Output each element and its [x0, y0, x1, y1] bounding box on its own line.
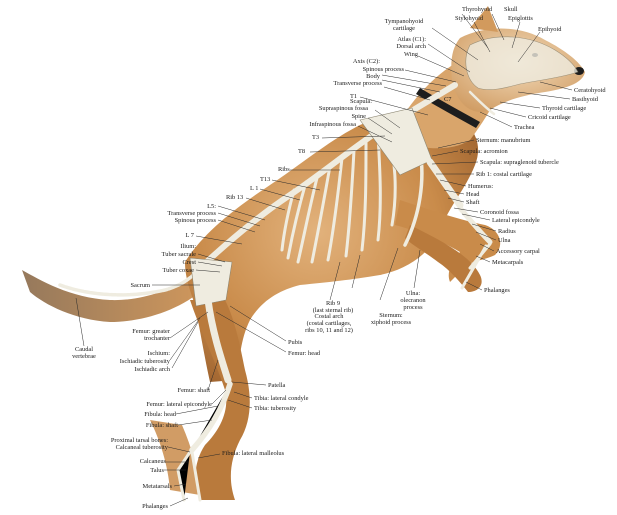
- label-thyrohyoid: Thyrohyoid: [462, 6, 492, 13]
- label-tuber-coxae: Tuber coxae: [120, 267, 194, 274]
- label-thyroid-cartilage: Thyroid cartilage: [542, 105, 586, 112]
- label-sacrum: Sacrum: [100, 282, 150, 289]
- label-talus: Talus: [126, 467, 164, 474]
- label-body: Body: [330, 73, 380, 80]
- label-trachea: Trachea: [514, 124, 534, 131]
- label-humerus-shaft: Shaft: [466, 199, 480, 206]
- label-sternum-manubrium: Sternum: manubrium: [476, 137, 531, 144]
- label-tuber-sacrale: Tuber sacrale: [120, 251, 196, 258]
- label-scapula-acromion: Scapula: acromion: [460, 148, 508, 155]
- label-femur-head: Femur: head: [288, 350, 320, 357]
- label-costal-arch: Costal arch (costal cartilages, ribs 10,…: [292, 313, 366, 334]
- label-supraspinous-fossa: Supraspinous fossa: [282, 105, 368, 112]
- label-sternum-xiphoid-process: Sternum: xiphoid process: [358, 312, 424, 326]
- label-spinous-process-lumbar: Spinous process: [144, 217, 216, 224]
- label-infraspinous-fossa: Infraspinous fossa: [280, 121, 356, 128]
- label-ischiadic-tuberosity: Ischiadic tuberosity: [96, 358, 170, 365]
- label-patella: Patella: [268, 382, 285, 389]
- label-humerus-head: Head: [466, 191, 479, 198]
- label-tibia-lateral-condyle: Tibia: lateral condyle: [254, 395, 308, 402]
- label-epihyoid: Epihyoid: [538, 26, 561, 33]
- label-fibula-shaft: Fibula: shaft: [118, 422, 178, 429]
- label-femur-lateral-epicondyle: Femur: lateral epicondyle: [106, 401, 212, 408]
- label-wing: Wing: [368, 51, 418, 58]
- label-crest: Crest: [140, 259, 196, 266]
- label-ilium: Ilium:: [140, 243, 196, 250]
- label-basihyoid: Basihyoid: [572, 96, 598, 103]
- label-femur-shaft: Femur: shaft: [150, 387, 210, 394]
- label-humerus: Humerus:: [468, 183, 493, 190]
- label-fibula-head: Fibula: head: [118, 411, 176, 418]
- label-rib-13: Rib 13: [226, 194, 243, 201]
- label-spine: Spine: [310, 113, 366, 120]
- label-transverse-process-cervical: Transverse process: [300, 80, 382, 87]
- label-proximal-tarsal-bones: Proximal tarsal bones:: [82, 437, 168, 444]
- label-axis: Axis (C2):: [330, 58, 380, 65]
- label-skull: Skull: [504, 6, 518, 13]
- label-accessory-carpal: Accessory carpal: [496, 248, 540, 255]
- label-transverse-process-lumbar: Transverse process: [138, 210, 216, 217]
- label-phalanges-hind: Phalanges: [116, 503, 168, 510]
- label-scapula-supraglenoid-tubercle: Scapula: supraglenoid tubercle: [480, 159, 559, 166]
- label-calcaneal-tuberosity: Calcaneal tuberosity: [82, 444, 168, 451]
- label-ceratohyoid: Ceratohyoid: [574, 87, 606, 94]
- label-phalanges-fore: Phalanges: [484, 287, 510, 294]
- label-ulna: Ulna: [498, 237, 510, 244]
- label-femur-greater-trochanter: Femur: greater trochanter: [116, 328, 170, 342]
- label-t13: T13: [260, 176, 270, 183]
- label-rib1-costal-cartilage: Rib 1: costal cartilage: [476, 171, 532, 178]
- label-spinous-process-cervical: Spinous process: [316, 66, 404, 73]
- label-metatarsals: Metatarsals: [116, 483, 172, 490]
- label-lateral-epicondyle: Lateral epicondyle: [492, 217, 540, 224]
- label-cricoid-cartilage: Cricoid cartilage: [528, 114, 571, 121]
- label-l5: L5:: [180, 203, 216, 210]
- label-pubis: Pubis: [288, 339, 302, 346]
- label-l1: L 1: [250, 185, 258, 192]
- label-t3: T3: [312, 134, 319, 141]
- label-dorsal-arch: Dorsal arch: [368, 43, 426, 50]
- label-tibia-tuberosity: Tibia: tuberosity: [254, 405, 296, 412]
- label-ischiadic-arch: Ischiadic arch: [108, 366, 170, 373]
- label-metacarpals: Metacarpals: [492, 259, 523, 266]
- label-epiglottis: Epiglottis: [508, 15, 533, 22]
- label-c7: C7: [444, 96, 451, 103]
- label-l7: L 7: [160, 232, 194, 239]
- label-atlas: Atlas (C1):: [368, 36, 426, 43]
- label-coronoid-fossa: Coronoid fossa: [480, 209, 519, 216]
- label-tympanohyoid-cartilage: Tympanohyoid cartilage: [377, 18, 431, 32]
- label-t8: T8: [298, 148, 305, 155]
- label-stylohyoid: Stylohyoid: [455, 15, 483, 22]
- label-scapula: Scapula:: [316, 98, 372, 105]
- label-fibula-lateral-malleolus: Fibula: lateral malleolus: [222, 450, 284, 457]
- label-ulna-olecranon-process: Ulna: olecranon process: [390, 290, 436, 311]
- label-ribs: Ribs: [278, 166, 290, 173]
- label-radius: Radius: [498, 228, 516, 235]
- label-calcaneus: Calcaneus: [118, 458, 166, 465]
- label-ischium: Ischium:: [120, 350, 170, 357]
